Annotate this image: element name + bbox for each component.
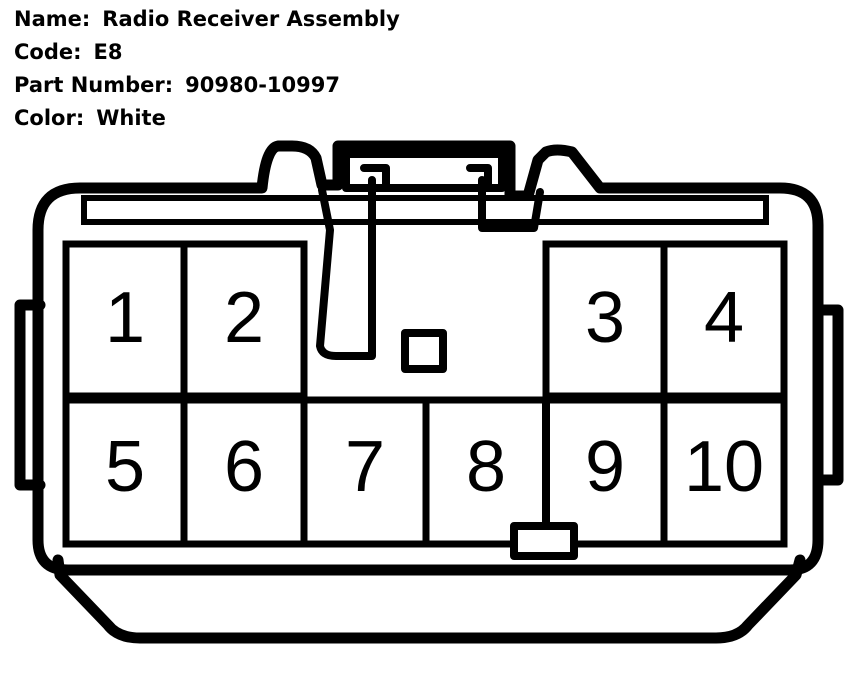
pin-cell-6	[180, 396, 308, 548]
code-label: Code:	[14, 40, 82, 64]
left-lock-channel	[316, 176, 376, 360]
polarizing-key	[510, 522, 578, 560]
top-rail	[81, 195, 769, 225]
pin-cell-3	[542, 240, 668, 400]
pin-number-1: 1	[105, 278, 145, 358]
code-value: E8	[93, 40, 123, 64]
pin-number-5: 5	[105, 427, 145, 507]
code-row: Code: E8	[14, 37, 400, 70]
pin-number-7: 7	[345, 427, 385, 507]
name-row: Name: Radio Receiver Assembly	[14, 4, 400, 37]
pin-number-8: 8	[466, 427, 506, 507]
pin-number-10: 10	[684, 427, 764, 507]
name-label: Name:	[14, 7, 91, 31]
pin-number-2: 2	[224, 278, 264, 358]
part-number-row: Part Number: 90980-10997	[14, 70, 400, 103]
pin-cell-7	[300, 396, 430, 548]
pin-cell-5	[62, 396, 188, 548]
name-value: Radio Receiver Assembly	[102, 7, 400, 31]
color-label: Color:	[14, 106, 85, 130]
lock-tab-notches	[360, 164, 492, 192]
pin-number-4: 4	[704, 278, 744, 358]
pin-number-9: 9	[585, 427, 625, 507]
part-number-label: Part Number:	[14, 73, 174, 97]
pin-cell-4	[660, 240, 788, 400]
pin-number-3: 3	[585, 278, 625, 358]
guide-marker	[401, 329, 447, 373]
pin-number-6: 6	[224, 427, 264, 507]
pin-cell-10	[660, 396, 788, 548]
color-value: White	[96, 106, 166, 130]
right-latch	[814, 304, 844, 486]
left-latch	[14, 299, 46, 491]
color-row: Color: White	[14, 103, 400, 136]
pin-cell-1	[62, 240, 188, 400]
pin-cell-2	[180, 240, 308, 400]
right-lock-channel	[478, 176, 544, 232]
connector-housing	[32, 140, 824, 576]
part-number-value: 90980-10997	[185, 73, 340, 97]
connector-info: Name: Radio Receiver Assembly Code: E8 Par…	[14, 4, 400, 136]
connector-skirt	[52, 554, 806, 644]
